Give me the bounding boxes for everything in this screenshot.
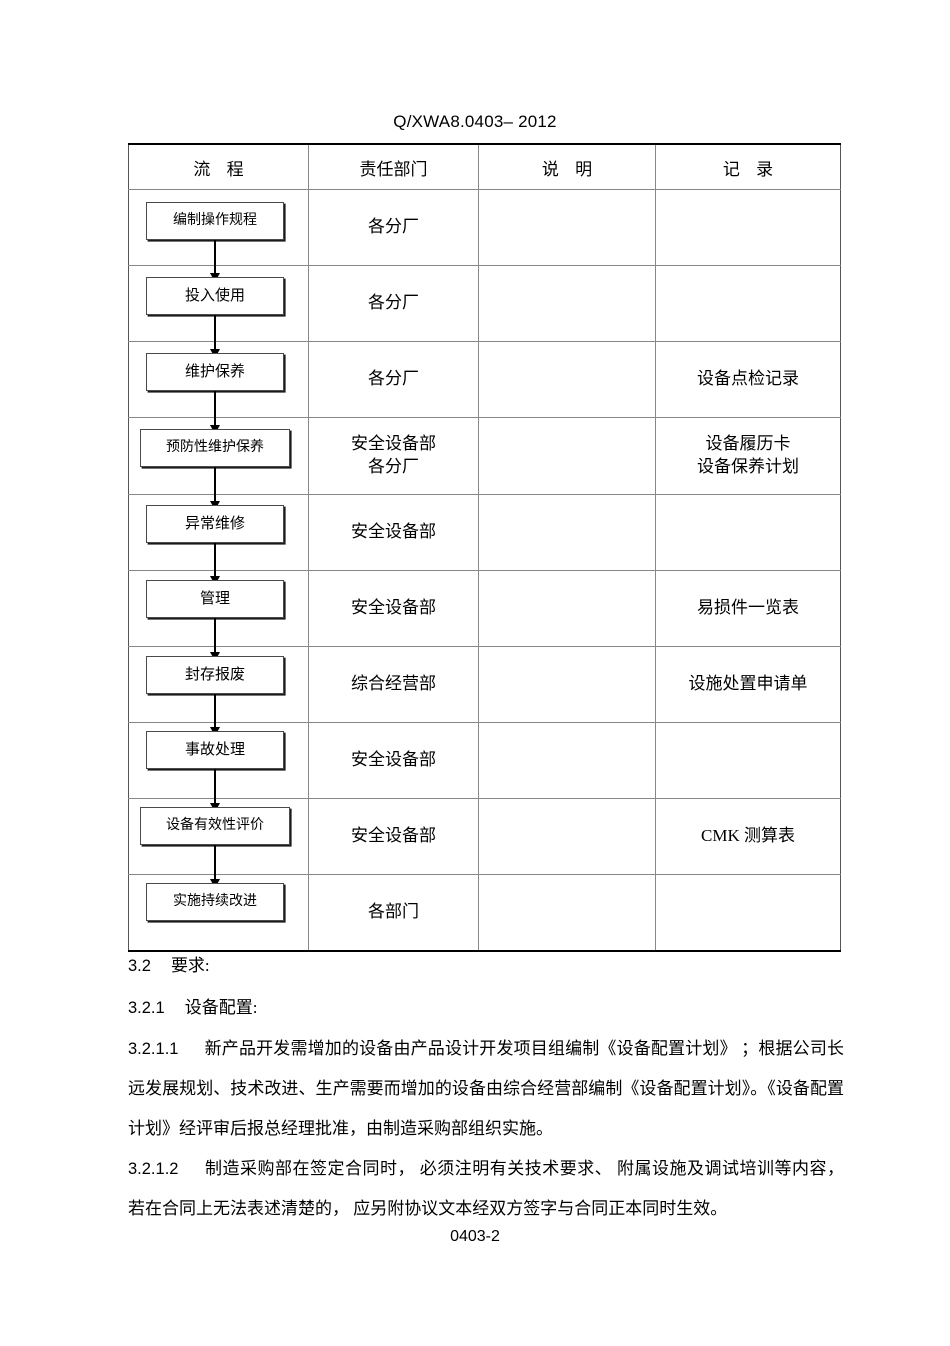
section-3-2-1-1-text: 新产品开发需增加的设备由产品设计开发项目组编制《设备配置计划》 ；根据公司长远发… <box>128 1039 844 1138</box>
section-3-2-1-2-number: 3.2.1.2 <box>128 1160 179 1178</box>
department-line-1: 各分厂 <box>368 369 419 389</box>
department-line-1: 各分厂 <box>368 293 419 313</box>
department-line-1: 安全设备部 <box>351 434 436 454</box>
section-3-2-1-1-number: 3.2.1.1 <box>128 1040 179 1058</box>
page-footer: 0403-2 <box>450 1228 500 1245</box>
department-line-1: 各部门 <box>368 902 419 922</box>
record-line-2: 设备保养计划 <box>697 457 799 476</box>
record-cell: CMK 测算表 <box>655 798 841 875</box>
department-cell: 安全设备部 <box>308 798 479 875</box>
flow-cell <box>128 798 309 875</box>
record-cell: 设备点检记录 <box>655 341 841 418</box>
description-cell <box>478 874 656 952</box>
department-line-1: 安全设备部 <box>351 598 436 618</box>
record-cell <box>655 722 841 799</box>
flow-cell <box>128 265 309 342</box>
table-row: 安全设备部 各分厂 设备履历卡 设备保养计划 <box>128 417 841 495</box>
description-cell <box>478 189 656 266</box>
document-standard-number: Q/XWA8.0403– 2012 <box>393 112 557 131</box>
table-row: 安全设备部 CMK 测算表 <box>128 798 841 875</box>
table-row: 各部门 <box>128 874 841 952</box>
flow-cell <box>128 646 309 723</box>
section-3-2-number: 3.2 <box>128 957 151 975</box>
description-cell <box>478 265 656 342</box>
department-line-2: 各分厂 <box>368 457 419 476</box>
description-cell <box>478 417 656 495</box>
department-line-1: 安全设备部 <box>351 826 436 846</box>
col-header-flow: 流 程 <box>128 143 309 190</box>
col-header-description: 说 明 <box>478 143 656 190</box>
department-cell: 各分厂 <box>308 189 479 266</box>
flow-cell <box>128 570 309 647</box>
table-row: 综合经营部 设施处置申请单 <box>128 646 841 723</box>
department-line-1: 安全设备部 <box>351 750 436 770</box>
record-cell: 设施处置申请单 <box>655 646 841 723</box>
description-cell <box>478 646 656 723</box>
department-line-1: 综合经营部 <box>351 674 436 694</box>
description-cell <box>478 494 656 571</box>
department-line-1: 安全设备部 <box>351 522 436 542</box>
description-cell <box>478 341 656 418</box>
department-cell: 安全设备部 <box>308 570 479 647</box>
record-cell: 易损件一览表 <box>655 570 841 647</box>
record-cell <box>655 874 841 952</box>
department-cell: 综合经营部 <box>308 646 479 723</box>
flow-cell <box>128 874 309 952</box>
table-row: 安全设备部 易损件一览表 <box>128 570 841 647</box>
department-cell: 各分厂 <box>308 341 479 418</box>
section-3-2-1-text: 设备配置: <box>184 998 258 1017</box>
table-header-row: 流 程 责任部门 说 明 记 录 <box>128 143 841 190</box>
department-cell: 安全设备部 <box>308 722 479 799</box>
department-cell: 各分厂 <box>308 265 479 342</box>
table-row: 安全设备部 <box>128 494 841 571</box>
department-cell: 安全设备部 各分厂 <box>308 417 479 495</box>
flow-cell <box>128 722 309 799</box>
description-cell <box>478 722 656 799</box>
section-3-2-1-number: 3.2.1 <box>128 999 165 1017</box>
col-header-record: 记 录 <box>655 143 841 190</box>
department-cell: 各部门 <box>308 874 479 952</box>
record-cell: 设备履历卡 设备保养计划 <box>655 417 841 495</box>
record-line-1: 设备点检记录 <box>697 369 799 389</box>
section-3-2: 3.2 要求: <box>128 945 844 987</box>
flow-cell <box>128 494 309 571</box>
flow-cell <box>128 417 309 495</box>
record-cell <box>655 494 841 571</box>
procedure-flow-table: 流 程 责任部门 说 明 记 录 各分厂 各分厂 <box>128 143 841 952</box>
record-line-1: 易损件一览表 <box>697 598 799 618</box>
flow-cell <box>128 189 309 266</box>
record-line-1: 设备履历卡 <box>705 434 791 454</box>
department-line-1: 各分厂 <box>368 217 419 237</box>
section-3-2-1: 3.2.1 设备配置: <box>128 987 844 1029</box>
col-header-department: 责任部门 <box>308 143 479 190</box>
department-cell: 安全设备部 <box>308 494 479 571</box>
table-row: 各分厂 设备点检记录 <box>128 341 841 418</box>
description-cell <box>478 798 656 875</box>
description-cell <box>478 570 656 647</box>
record-cell <box>655 265 841 342</box>
table-row: 安全设备部 <box>128 722 841 799</box>
section-3-2-1-2-text: 制造采购部在签定合同时， 必须注明有关技术要求、 附属设施及调试培训等内容， 若… <box>128 1159 844 1218</box>
section-3-2-text: 要求: <box>170 956 210 975</box>
record-line-1: 设施处置申请单 <box>688 674 808 694</box>
record-cell <box>655 189 841 266</box>
record-line-1: CMK 测算表 <box>701 826 795 846</box>
table-row: 各分厂 <box>128 265 841 342</box>
table-row: 各分厂 <box>128 189 841 266</box>
flow-cell <box>128 341 309 418</box>
table-body: 各分厂 各分厂 各分厂 <box>128 189 841 952</box>
